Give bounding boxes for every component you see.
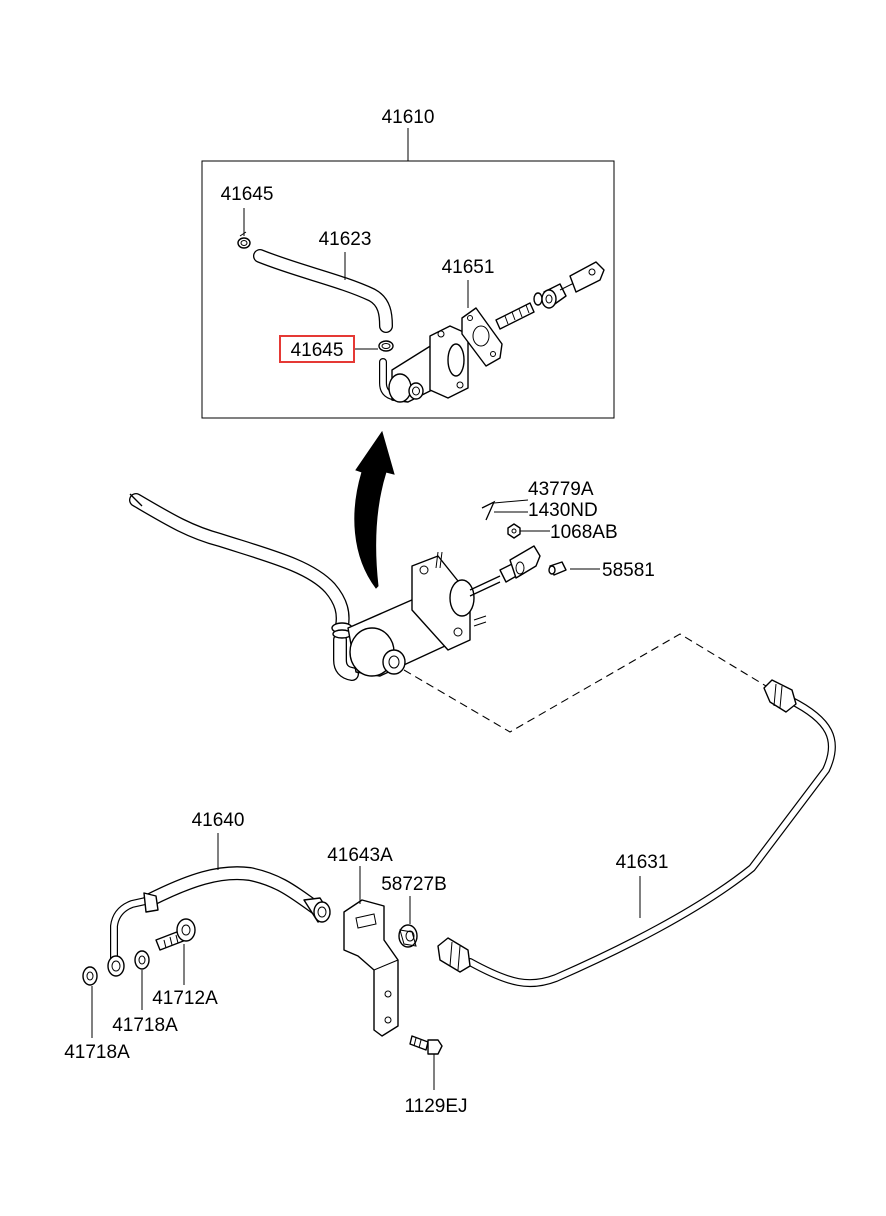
reservoir-clamp-top-label[interactable]: 41645 [221,184,274,205]
assembly-label[interactable]: 41610 [382,107,435,128]
nut-part[interactable] [507,523,521,539]
union-bolt-label[interactable]: 41712A [152,988,218,1009]
clevis-pin-label[interactable]: 1430ND [528,500,598,521]
gasket-washer-inner-label[interactable]: 41718A [112,1015,178,1036]
gasket-washer-outer-label[interactable]: 41718A [64,1042,130,1063]
gasket-washer-outer-part[interactable] [82,966,98,986]
push-rod-detail[interactable] [495,261,605,330]
detail-arrow [354,430,395,589]
bracket-bolt-label[interactable]: 1129EJ [404,1096,467,1117]
main-reservoir-hose[interactable] [129,493,350,633]
clutch-hose-label[interactable]: 41640 [192,810,245,831]
reservoir-clamp-highlighted-label[interactable]: 41645 [291,340,344,361]
reservoir-clamp-top-part[interactable] [237,231,251,249]
reservoir-hose-part[interactable] [253,249,393,333]
split-pin-leader [493,499,529,504]
reservoir-clamp-highlighted-part[interactable] [378,340,394,352]
clutch-tube-part[interactable] [437,679,836,988]
clutch-hose-part[interactable] [107,866,331,977]
reservoir-hose-label[interactable]: 41623 [319,229,372,250]
split-pin-part[interactable] [481,500,496,521]
hose-bracket-label[interactable]: 41643A [327,845,393,866]
grommet-label[interactable]: 58727B [381,874,447,895]
gasket-washer-inner-part[interactable] [134,950,150,970]
stopper-bolt-label[interactable]: 58581 [602,560,655,581]
bracket-bolt-part[interactable] [409,1035,443,1055]
union-bolt-part[interactable] [155,918,196,951]
gasket-part[interactable] [461,307,503,367]
grommet-part[interactable] [398,924,418,948]
nut-label[interactable]: 1068AB [550,522,618,543]
master-cylinder-detail[interactable] [379,325,469,403]
gasket-label[interactable]: 41651 [442,257,495,278]
connection-dashed-line [403,633,767,733]
assembly-detail-box: 41610 41645 41623 41645 [201,107,615,419]
split-pin-label[interactable]: 43779A [528,479,594,500]
highlight-box [279,335,355,363]
main-master-cylinder[interactable] [331,545,541,681]
stopper-bolt-part[interactable] [548,561,567,576]
clutch-tube-label[interactable]: 41631 [616,852,669,873]
hose-bracket-part[interactable] [343,899,399,1037]
